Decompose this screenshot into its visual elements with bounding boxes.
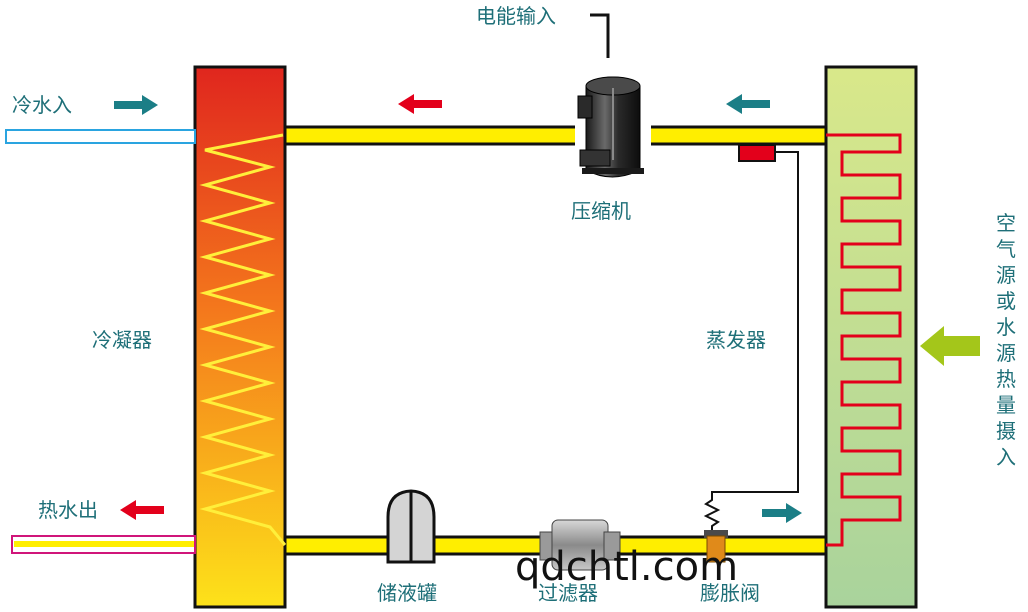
heat-source-label: 空 气 源 或 水 源 热 量 摄 入 [996,211,1016,469]
sensor-bulb [738,144,776,162]
valve-icon [704,530,728,563]
arrow-left-icon [120,500,164,520]
condenser-unit [193,65,287,609]
heat-source-char: 或 [996,289,1016,313]
cold-water-in-label: 冷水入 [12,93,72,117]
heat-source-char: 入 [996,445,1016,469]
arrow-left-icon [398,94,442,114]
heat-source-char: 热 [996,367,1016,391]
power-line [590,13,610,58]
watermark: qdchtl.com [515,544,738,590]
capillary-line [703,151,799,532]
arrow-left-icon [920,326,980,366]
evaporator-coil [826,133,902,547]
top-pipe [283,125,828,146]
tank-icon [386,489,436,564]
receiver-tank-label: 储液罐 [377,581,437,605]
filter-label: 过滤器 [538,581,598,605]
power-input-label: 电能输入 [476,4,556,28]
condenser-coil [199,133,287,546]
arrow-left-icon [726,94,770,114]
hot-water-pipe-core [14,541,194,547]
heat-source-char: 源 [996,341,1016,365]
evaporator-label: 蒸发器 [706,328,766,352]
compressor-icon [575,76,651,178]
hot-water-out-label: 热水出 [38,498,98,522]
heat-source-char: 摄 [996,419,1016,443]
heat-source-char: 空 [996,211,1016,235]
condenser-label: 冷凝器 [92,328,152,352]
expansion-valve-label: 膨胀阀 [700,581,760,605]
arrow-right-icon [114,95,158,115]
compressor-label: 压缩机 [571,199,631,223]
heat-source-char: 量 [996,393,1016,417]
filter-icon [539,519,621,571]
cold-water-pipe [5,129,196,144]
heat-source-char: 气 [996,237,1016,261]
heat-source-char: 源 [996,263,1016,287]
arrow-right-icon [762,503,802,523]
heat-source-char: 水 [996,315,1016,339]
